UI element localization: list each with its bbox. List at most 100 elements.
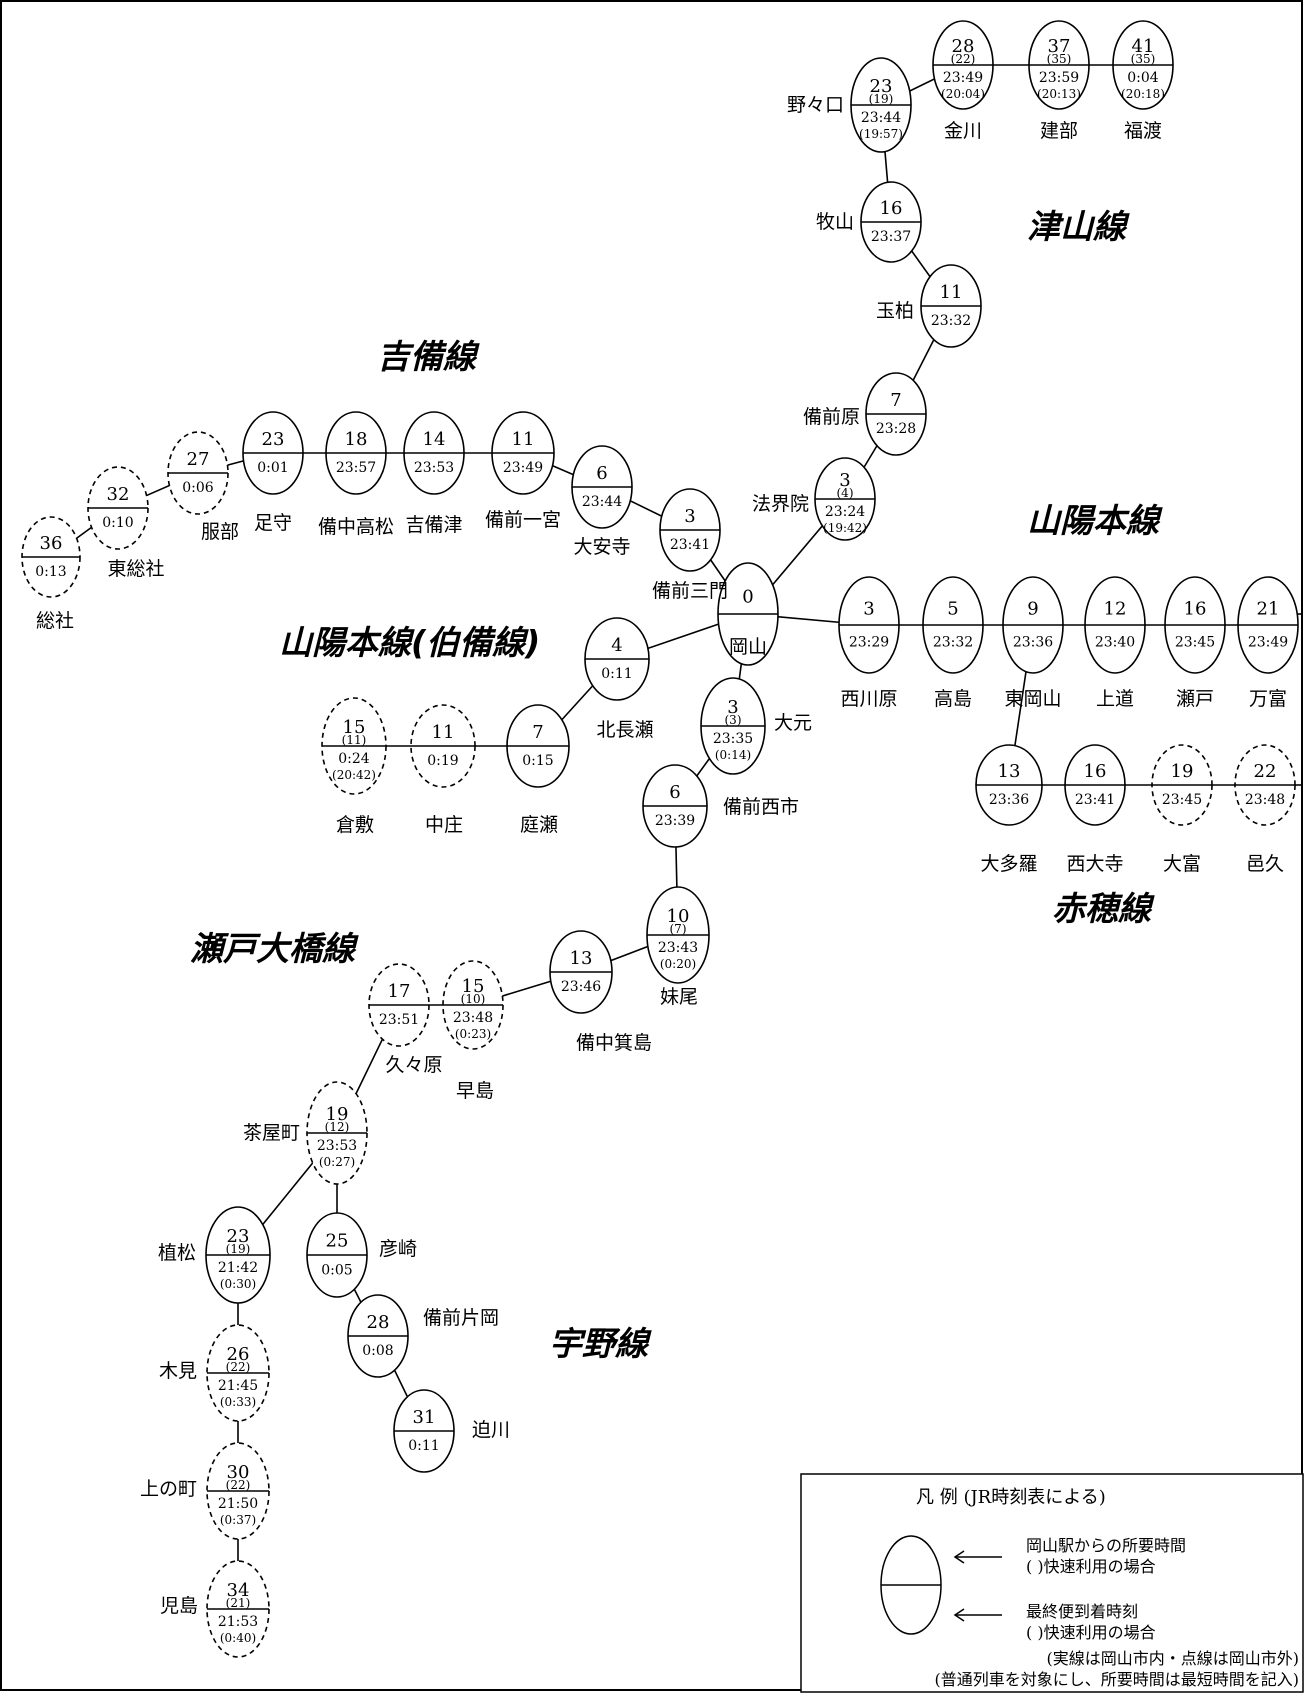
station-nonokuchi: 23(19)23:44(19:57)野々口 xyxy=(787,57,912,153)
station-name: 大富 xyxy=(1163,853,1201,875)
station-arrival-time: 0:13 xyxy=(35,564,66,580)
station-minutes: 12 xyxy=(1104,599,1127,620)
station-kaminocho: 30(22)21:50(0:37)上の町 xyxy=(140,1442,270,1540)
station-arrival-time: 23:44 xyxy=(582,494,622,510)
legend-top-label: 岡山駅からの所要時間 xyxy=(1026,1536,1186,1555)
station-uematsu: 23(19)21:42(0:30)植松 xyxy=(158,1206,271,1304)
station-minutes: 3 xyxy=(684,506,695,527)
station-name: 彦崎 xyxy=(379,1238,417,1260)
station-name: 野々口 xyxy=(787,94,844,116)
station-minutes: 31 xyxy=(413,1407,436,1428)
station-name: 邑久 xyxy=(1246,853,1284,875)
station-name: 高島 xyxy=(934,688,972,710)
station-name: 東総社 xyxy=(107,558,164,580)
station-minutes: 34 xyxy=(227,1580,250,1601)
station-name: 備中箕島 xyxy=(576,1032,652,1054)
station-minutes: 15 xyxy=(462,976,485,997)
station-minutes: 5 xyxy=(947,599,958,620)
station-arrival-time: 0:15 xyxy=(522,753,553,769)
station-arrival-time: 23:32 xyxy=(931,313,971,329)
station-name: 西川原 xyxy=(840,688,897,710)
station-arrival-time: 23:59 xyxy=(1039,70,1079,86)
station-name: 児島 xyxy=(160,1595,198,1617)
station-minutes: 32 xyxy=(107,484,130,505)
station-arrival-time: 23:28 xyxy=(876,421,916,437)
station-minutes: 17 xyxy=(388,981,411,1002)
station-arrival-time: 0:19 xyxy=(427,753,458,769)
station-hokaiin: 3(4)23:24(19:42)法界院 xyxy=(752,457,876,541)
station-name: 妹尾 xyxy=(660,986,698,1008)
station-rapid-time: (19:57) xyxy=(859,127,903,141)
station-name: 早島 xyxy=(456,1080,494,1102)
station-rapid-minutes: (10) xyxy=(461,992,486,1006)
station-minutes: 11 xyxy=(512,429,535,450)
station-rapid-minutes: (11) xyxy=(342,733,367,747)
station-rapid-time: (0:14) xyxy=(715,748,751,762)
station-name: 総社 xyxy=(36,610,74,632)
station-rapid-time: (0:30) xyxy=(220,1277,256,1291)
station-name: 福渡 xyxy=(1124,120,1162,142)
station-minutes: 23 xyxy=(227,1226,250,1247)
station-minutes: 41 xyxy=(1132,36,1155,57)
station-seno: 10(7)23:43(0:20)妹尾 xyxy=(646,886,710,1008)
station-name: 大多羅 xyxy=(980,853,1037,875)
station-arrival-time: 23:48 xyxy=(453,1010,493,1026)
station-arrival-time: 0:04 xyxy=(1127,70,1159,86)
station-rapid-minutes: (22) xyxy=(226,1360,251,1374)
station-fukuwatari: 41(35)0:04(20:18)福渡 xyxy=(1112,20,1174,142)
station-arrival-time: 23:49 xyxy=(503,460,543,476)
station-minutes: 16 xyxy=(1184,599,1207,620)
station-rapid-minutes: (19) xyxy=(226,1242,251,1256)
station-rapid-time: (0:37) xyxy=(220,1513,256,1527)
station-arrival-time: 23:43 xyxy=(658,940,698,956)
station-minutes: 26 xyxy=(227,1344,250,1365)
station-minutes: 37 xyxy=(1048,36,1071,57)
station-name: 備前西市 xyxy=(723,796,799,818)
station-arrival-time: 21:45 xyxy=(218,1378,258,1394)
station-name: 備前一宮 xyxy=(485,509,561,531)
station-name: 大元 xyxy=(774,712,812,734)
station-name: 建部 xyxy=(1040,120,1078,142)
station-name: 植松 xyxy=(158,1242,196,1264)
line-titles: 津山線 吉備線 山陽本線 山陽本線(伯備線) 赤穂線 瀬戸大橋線 宇野線 xyxy=(190,207,1163,1363)
station-arrival-time: 23:35 xyxy=(713,731,753,747)
station-arrival-time: 0:01 xyxy=(257,460,288,476)
station-takebe: 37(35)23:59(20:13)建部 xyxy=(1028,20,1090,142)
station-minutes: 13 xyxy=(998,761,1021,782)
station-arrival-time: 23:49 xyxy=(1248,634,1288,650)
station-rapid-minutes: (21) xyxy=(226,1596,251,1610)
station-name: 備中高松 xyxy=(318,516,394,538)
station-rapid-time: (20:04) xyxy=(941,87,985,101)
station-rapid-time: (0:40) xyxy=(220,1631,256,1645)
station-minutes: 6 xyxy=(669,782,680,803)
station-minutes: 7 xyxy=(890,390,901,411)
station-arrival-time: 23:41 xyxy=(1075,792,1115,808)
station-kojima: 34(21)21:53(0:40)児島 xyxy=(160,1560,270,1658)
station-minutes: 9 xyxy=(1027,599,1038,620)
station-rapid-minutes: (22) xyxy=(951,52,976,66)
station-arrival-time: 23:53 xyxy=(317,1138,357,1154)
station-minutes: 19 xyxy=(326,1104,349,1125)
station-name: 茶屋町 xyxy=(243,1122,300,1144)
station-minutes: 7 xyxy=(532,722,543,743)
station-name: 西大寺 xyxy=(1066,853,1123,875)
station-rapid-minutes: (7) xyxy=(670,922,687,936)
station-arrival-time: 23:44 xyxy=(861,110,901,126)
station-arrival-time: 23:41 xyxy=(670,537,710,553)
